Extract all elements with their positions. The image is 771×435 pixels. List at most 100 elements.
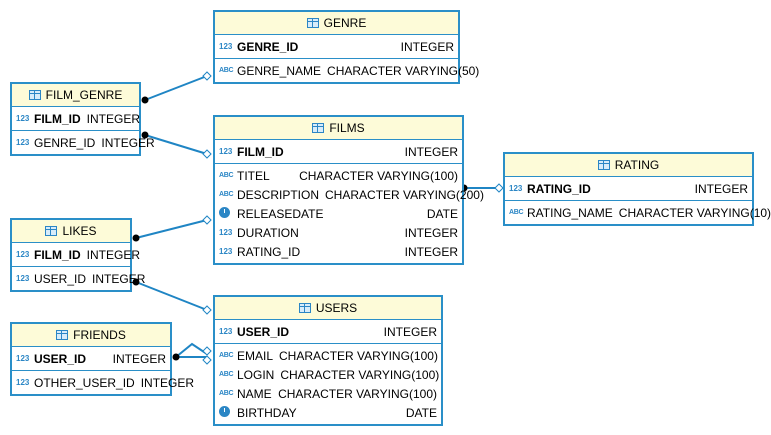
table-icon (597, 160, 610, 170)
rel-end-diamond (202, 346, 212, 356)
table-title: USERS (315, 301, 358, 315)
rel-end-dot (132, 234, 140, 242)
column-name: GENRE_NAME (237, 63, 322, 78)
number-type-icon: 123 (16, 354, 30, 363)
column-name: GENRE_ID (34, 135, 96, 150)
rel-end-diamond (202, 215, 212, 225)
table-title: GENRE (323, 16, 367, 30)
table-title: FILM_GENRE (45, 88, 123, 102)
rel-friends-users-2 (175, 342, 208, 358)
column-row[interactable]: 123 DURATION INTEGER (215, 223, 462, 242)
number-type-icon: 123 (16, 138, 30, 147)
number-type-icon: 123 (16, 274, 30, 283)
column-name: DURATION (237, 225, 299, 240)
table-icon (28, 90, 41, 100)
rel-likes-films (135, 219, 208, 239)
column-type: INTEGER (404, 244, 458, 259)
table-header[interactable]: FILM_GENRE (12, 84, 139, 107)
primary-key-section: 123 USER_ID INTEGER (215, 320, 441, 344)
table-header[interactable]: FRIENDS (12, 324, 170, 347)
column-type: CHARACTER VARYING(100) (299, 168, 458, 183)
table-title: LIKES (62, 224, 97, 238)
table-title: FILMS (329, 121, 365, 135)
column-name: RELEASEDATE (237, 206, 324, 221)
column-type: CHARACTER VARYING(50) (327, 63, 480, 78)
table-header[interactable]: USERS (215, 297, 441, 320)
number-type-icon: 123 (219, 327, 233, 336)
column-name: RATING_NAME (527, 205, 613, 220)
column-row[interactable]: RELEASEDATE DATE (215, 204, 462, 223)
number-type-icon: 123 (16, 378, 30, 387)
text-type-icon: ABC (509, 209, 524, 216)
table-header[interactable]: GENRE (215, 12, 458, 35)
column-type: INTEGER (112, 351, 166, 366)
column-name: USER_ID (237, 324, 290, 339)
column-type: INTEGER (86, 111, 141, 126)
text-type-icon: ABC (219, 371, 234, 378)
rel-end-diamond (202, 71, 212, 81)
rel-end-diamond (202, 305, 212, 315)
table-icon (306, 18, 319, 28)
number-type-icon: 123 (219, 228, 233, 237)
column-type: CHARACTER VARYING(100) (280, 367, 440, 382)
table-header[interactable]: LIKES (12, 220, 130, 243)
column-name: RATING_ID (237, 244, 301, 259)
pk-column-row[interactable]: 123 USER_ID INTEGER (215, 322, 441, 341)
column-type: INTEGER (383, 324, 437, 339)
column-name: NAME (237, 386, 272, 401)
column-type: DATE (426, 206, 458, 221)
column-type: CHARACTER VARYING(100) (278, 386, 437, 401)
date-type-icon (219, 207, 237, 220)
number-type-icon: 123 (16, 250, 30, 259)
column-type: INTEGER (404, 225, 458, 240)
rel-end-diamond (202, 355, 212, 365)
column-type: CHARACTER VARYING(200) (325, 187, 484, 202)
column-name: RATING_ID (527, 181, 591, 196)
column-name: BIRTHDAY (237, 405, 297, 420)
table-header[interactable]: FILMS (215, 117, 462, 140)
column-type: CHARACTER VARYING(10) (618, 205, 771, 220)
number-type-icon: 123 (509, 184, 523, 193)
column-name: LOGIN (237, 367, 275, 382)
rel-end-dot (141, 96, 149, 104)
table-header[interactable]: RATING (505, 154, 752, 177)
column-name: OTHER_USER_ID (34, 375, 135, 390)
number-type-icon: 123 (16, 114, 30, 123)
table-title: FRIENDS (73, 328, 126, 342)
clock-icon (219, 406, 230, 417)
